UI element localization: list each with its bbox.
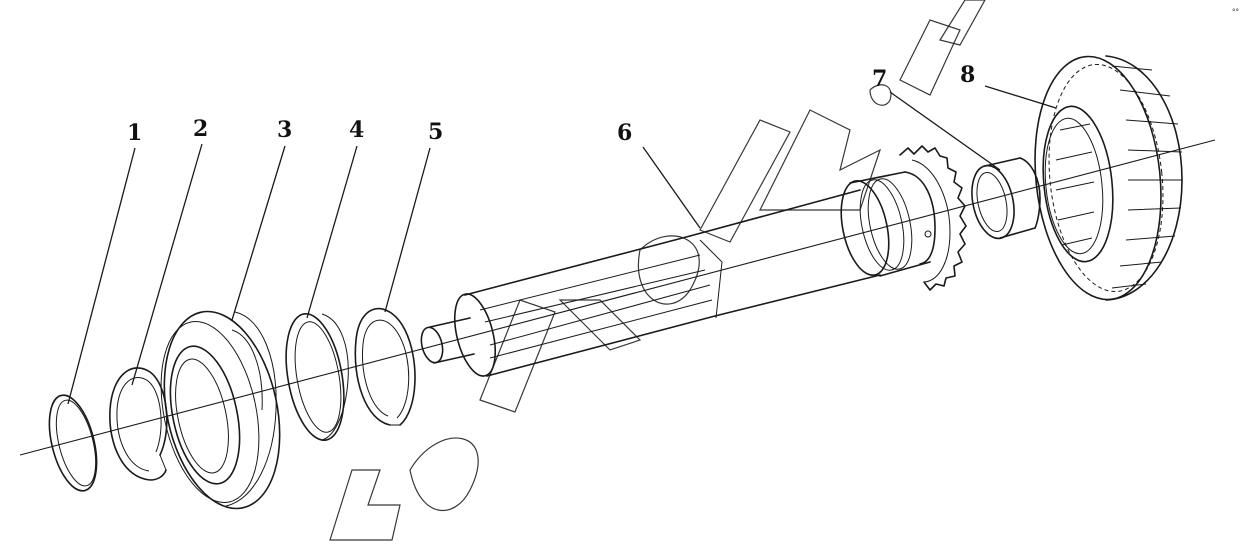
part-2-circlip	[109, 367, 168, 481]
callout-5: 5	[428, 119, 443, 145]
part-3-bearing	[160, 310, 281, 510]
center-axis	[19, 139, 1216, 456]
callout-8: 8	[960, 62, 975, 88]
svg-text:°°: °°	[1232, 8, 1239, 16]
leader-lines	[67, 85, 1057, 405]
callout-2: 2	[193, 116, 208, 142]
callout-labels: 1 2 3 4 5 6 7 8	[127, 62, 975, 146]
part-4-spacer-ring	[285, 312, 349, 442]
callout-7: 7	[872, 66, 887, 92]
part-6-splined-shaft	[420, 145, 967, 377]
part-8-gear	[1034, 55, 1183, 301]
part-1-retaining-ring	[48, 394, 98, 492]
watermark: °°	[329, 0, 1239, 541]
part-7-bushing	[971, 157, 1041, 240]
callout-4: 4	[349, 117, 364, 143]
callout-1: 1	[127, 120, 142, 146]
part-5-snap-ring	[354, 307, 416, 426]
callout-6: 6	[617, 120, 632, 146]
callout-3: 3	[277, 117, 292, 143]
